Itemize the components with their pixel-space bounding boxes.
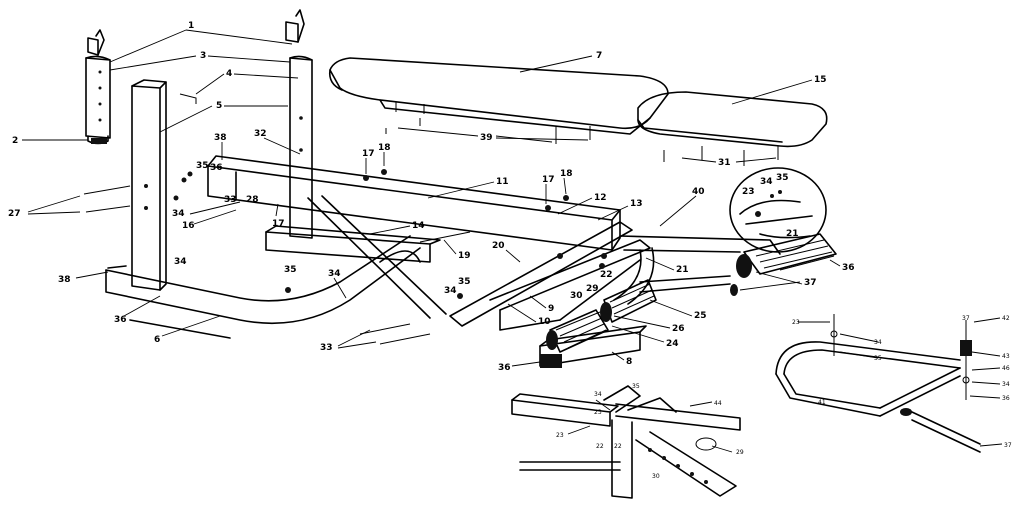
- callout-17a: 17: [362, 149, 375, 159]
- callout-34b: 34: [174, 257, 187, 267]
- callout-39: 39: [480, 133, 493, 143]
- callout-23: 23: [742, 187, 755, 197]
- inset-callout-23a: 23: [556, 432, 564, 439]
- callout-38b: 38: [214, 133, 227, 143]
- inset-callout-35a: 35: [632, 383, 640, 390]
- inset-callout-22b: 22: [614, 443, 622, 450]
- callout-29: 29: [586, 284, 599, 294]
- inset-callout-44: 44: [714, 400, 722, 407]
- callout-16: 16: [182, 221, 195, 231]
- inset-callout-23c: 23: [792, 319, 800, 326]
- callout-9: 9: [548, 304, 554, 314]
- callout-22: 22: [600, 270, 613, 280]
- right-upright-frame: [285, 9, 313, 239]
- diagonal-brace: [307, 195, 447, 319]
- callout-34e: 34: [760, 177, 773, 187]
- roller-pads: [546, 233, 837, 353]
- inset-callout-43: 43: [1002, 353, 1010, 360]
- inset-leg-lift-bar: [775, 314, 981, 453]
- inset-callout-23b: 23: [594, 409, 602, 416]
- inset-callout-46: 46: [1002, 365, 1010, 372]
- inset-callout-42: 42: [1002, 315, 1010, 322]
- callout-20: 20: [492, 241, 505, 251]
- back-pad: [637, 91, 828, 148]
- fasteners: [83, 93, 779, 345]
- callout-4: 4: [226, 69, 232, 79]
- callout-35d: 35: [776, 173, 789, 183]
- callout-12: 12: [594, 193, 607, 203]
- callout-7: 7: [596, 51, 602, 61]
- seat-pad: [328, 57, 669, 135]
- callout-36c: 36: [498, 363, 511, 373]
- callout-30: 30: [570, 291, 583, 301]
- callout-18a: 18: [378, 143, 391, 153]
- inset-hinge-detail: [511, 385, 741, 499]
- callout-26: 26: [672, 324, 685, 334]
- leg-lift-frame: [613, 235, 781, 305]
- callout-36d: 36: [210, 163, 223, 173]
- callout-31: 31: [718, 158, 731, 168]
- callout-32: 32: [254, 129, 267, 139]
- callout-6: 6: [154, 335, 160, 345]
- rear-cross-rail: [265, 225, 441, 263]
- front-foot-bar: [539, 325, 647, 368]
- inset-callout-34c: 34: [1002, 381, 1010, 388]
- callout-33b: 33: [320, 343, 333, 353]
- callout-11: 11: [496, 177, 509, 187]
- callout-35a: 35: [196, 161, 209, 171]
- callout-19: 19: [458, 251, 471, 261]
- callout-38a: 38: [58, 275, 71, 285]
- callout-10: 10: [538, 317, 551, 327]
- callout-14: 14: [412, 221, 425, 231]
- callout-36b: 36: [842, 263, 855, 273]
- bench-main-rail: [207, 155, 621, 251]
- inset-callout-37b: 37: [1004, 442, 1012, 449]
- callout-8: 8: [626, 357, 632, 367]
- callout-1: 1: [188, 21, 194, 31]
- inset-callout-34a: 34: [594, 391, 602, 398]
- inset-callout-34b: 34: [874, 339, 882, 346]
- inset-callout-41: 41: [818, 399, 826, 406]
- callout-27: 27: [8, 209, 21, 219]
- callout-34d: 34: [444, 286, 457, 296]
- callout-28: 28: [246, 195, 259, 205]
- callout-36a: 36: [114, 315, 127, 325]
- inset-callout-22a: 22: [596, 443, 604, 450]
- inset-callout-29: 29: [736, 449, 744, 456]
- callout-18b: 18: [560, 169, 573, 179]
- callout-35b: 35: [284, 265, 297, 275]
- inset-callout-35b: 35: [874, 355, 882, 362]
- callout-24: 24: [666, 339, 679, 349]
- callout-2: 2: [12, 136, 18, 146]
- callout-34a: 34: [172, 209, 185, 219]
- callout-21a: 21: [676, 265, 689, 275]
- callout-3: 3: [200, 51, 206, 61]
- callout-17b: 17: [542, 175, 555, 185]
- upright-post-exploded: [85, 29, 111, 145]
- inset-callout-36: 36: [1002, 395, 1010, 402]
- inset-callout-37a: 37: [962, 315, 970, 322]
- callout-13: 13: [630, 199, 643, 209]
- callout-33a: 33: [224, 195, 237, 205]
- leg-extension-arm: [449, 221, 651, 331]
- callout-40: 40: [692, 187, 705, 197]
- callout-35c: 35: [458, 277, 471, 287]
- callout-25: 25: [694, 311, 707, 321]
- callout-21b: 21: [786, 229, 799, 239]
- callout-15: 15: [814, 75, 827, 85]
- callout-labels: 1 2 3 4 5 6 7 8 9 10 11 12 13 14 15 16 1…: [8, 21, 855, 373]
- callout-17c: 17: [272, 219, 285, 229]
- left-upright-frame: [131, 79, 167, 291]
- detail-magnifier: [729, 167, 827, 253]
- inset-callout-30: 30: [652, 473, 660, 480]
- callout-5: 5: [216, 101, 222, 111]
- inset-callout-labels: 23 34 35 22 44 23 22 30 29 23 34 35 41 3…: [556, 315, 1012, 480]
- base-frame: [105, 235, 421, 339]
- callout-34c: 34: [328, 269, 341, 279]
- callout-37: 37: [804, 278, 817, 288]
